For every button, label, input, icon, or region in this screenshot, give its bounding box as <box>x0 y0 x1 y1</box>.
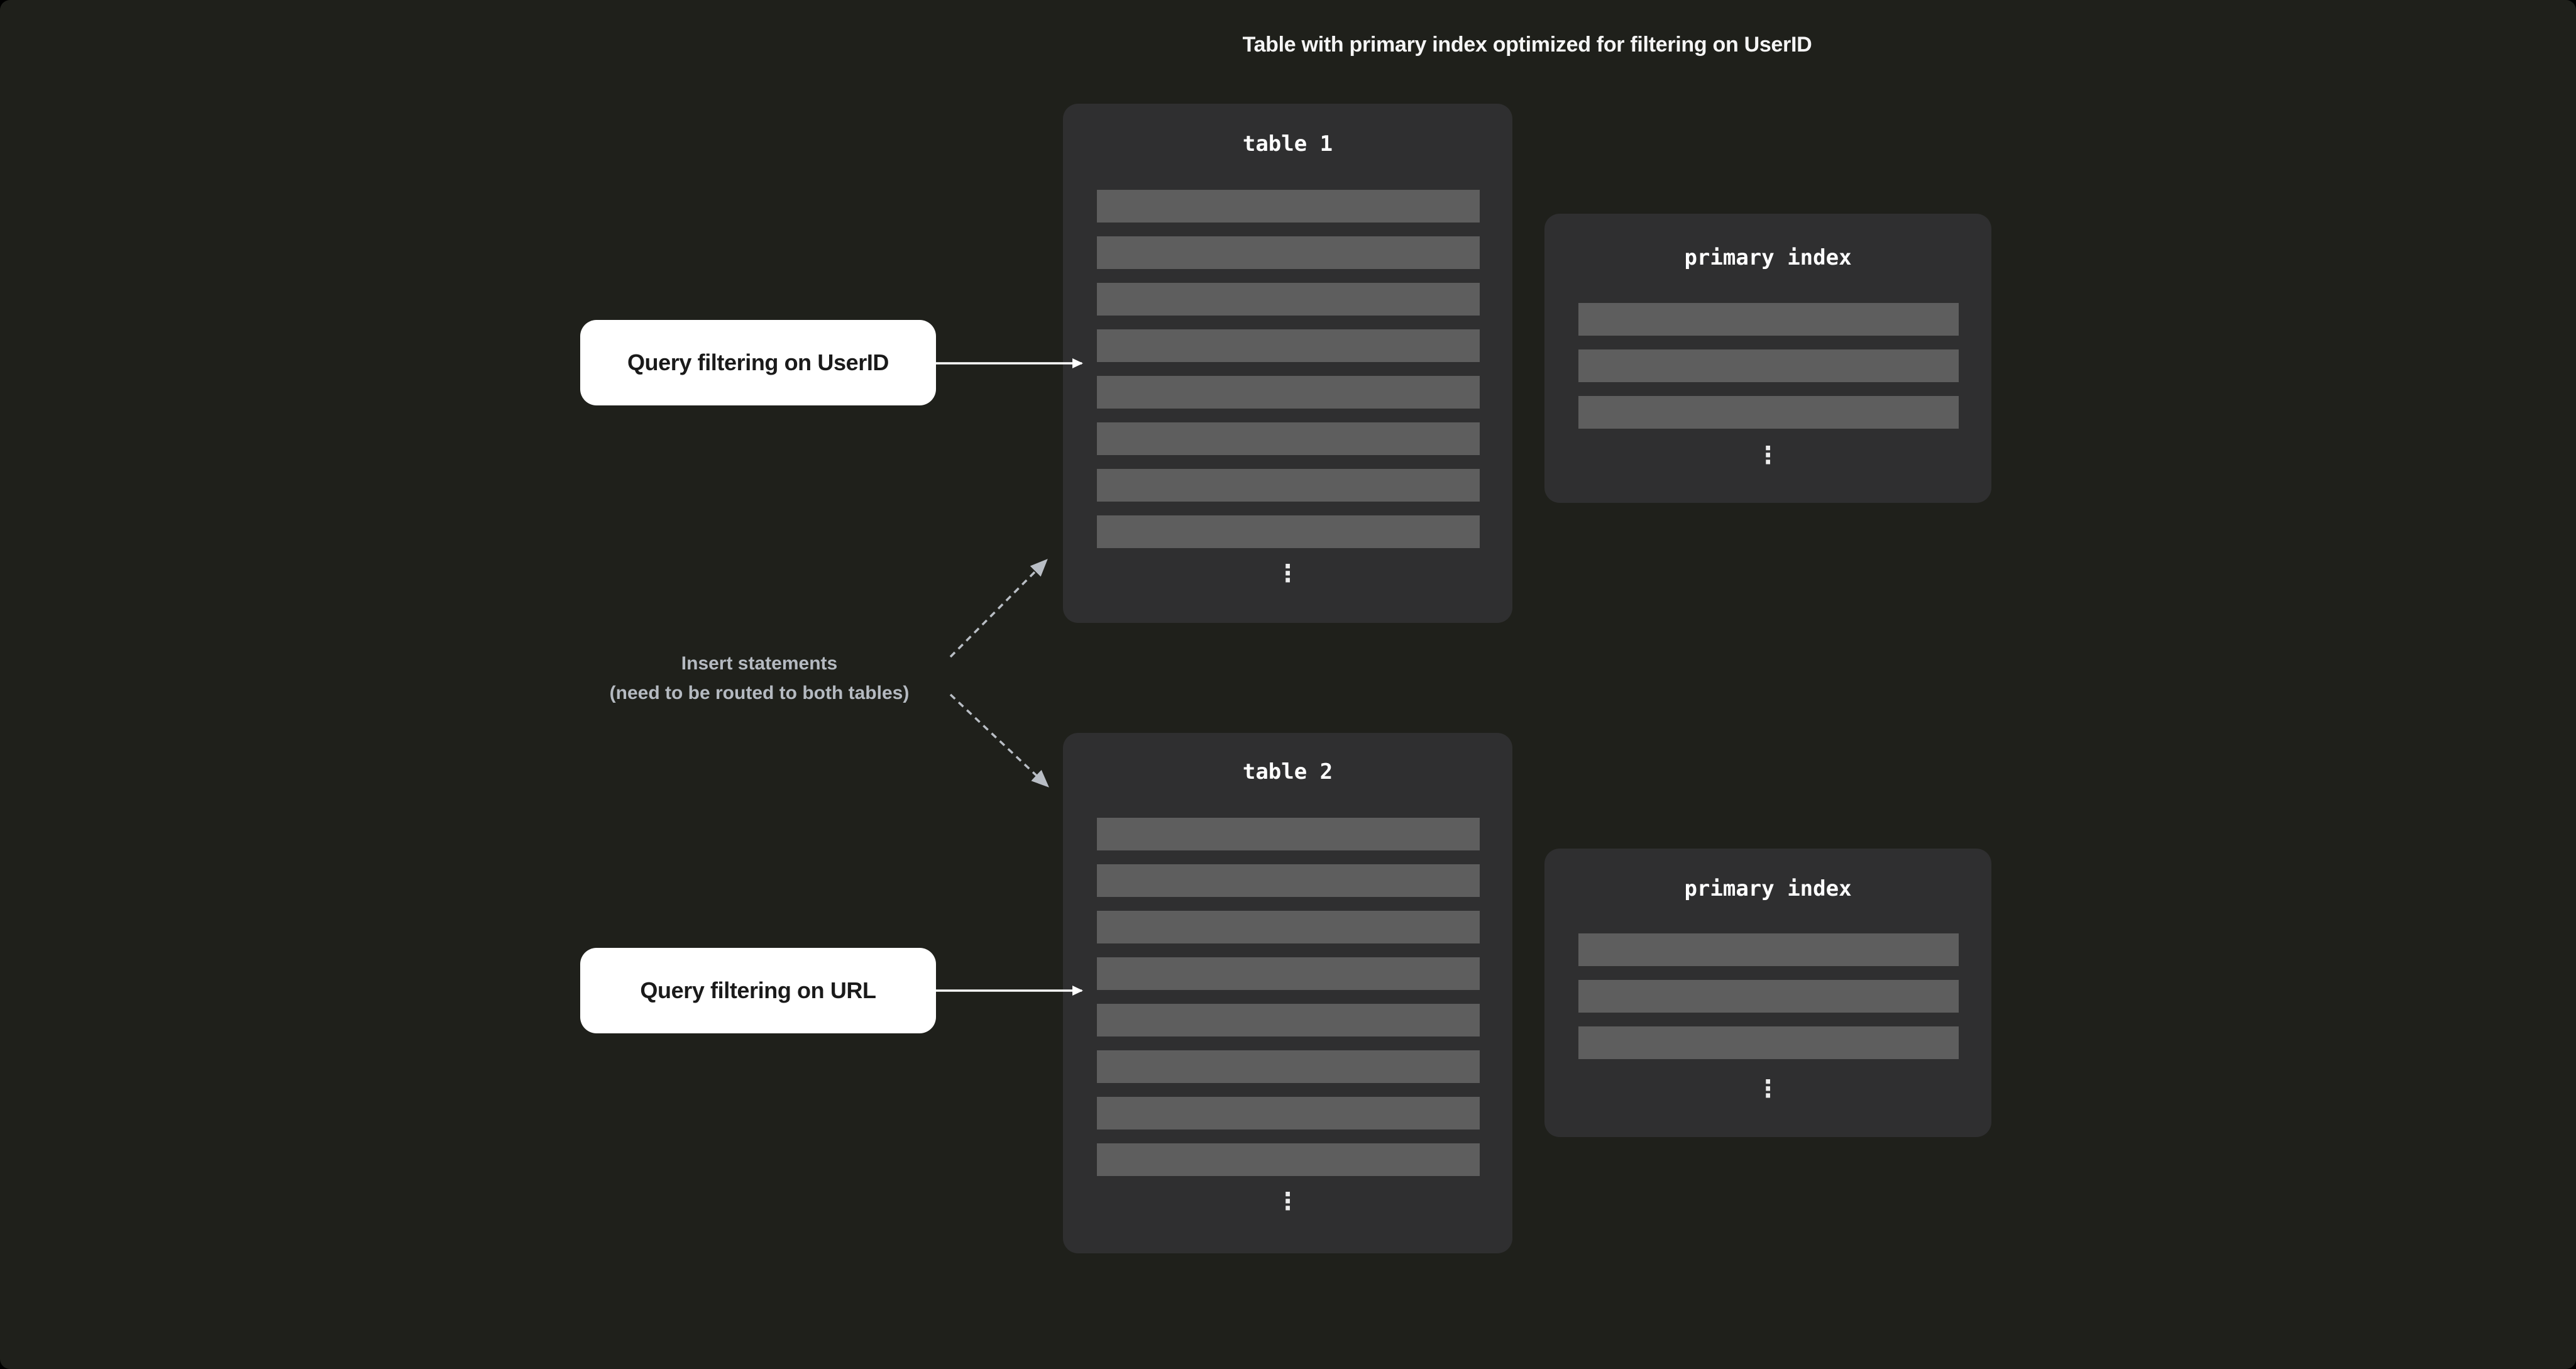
table-row <box>1097 1097 1480 1130</box>
table-row <box>1097 515 1480 548</box>
table-row <box>1097 1143 1480 1176</box>
table-row <box>1578 980 1959 1013</box>
insert-note: Insert statements (need to be routed to … <box>480 649 1039 708</box>
table-row <box>1578 349 1959 382</box>
table-row <box>1097 469 1480 502</box>
insert-arrow-to-table1 <box>949 559 1048 658</box>
caption-top: Table with primary index optimized for f… <box>1242 33 1812 57</box>
table-row <box>1097 1004 1480 1036</box>
primary-index1-title: primary index <box>1684 245 1852 270</box>
primary-index1-ellipsis: ⋮ <box>1756 441 1780 469</box>
primary-index2-title: primary index <box>1684 876 1852 901</box>
primary-index2-card: primary index ⋮ <box>1544 849 1991 1137</box>
table1-ellipsis: ⋮ <box>1275 559 1300 587</box>
table-row <box>1097 864 1480 897</box>
insert-note-line1: Insert statements <box>681 653 838 674</box>
table1-title: table 1 <box>1242 131 1333 157</box>
table-row <box>1097 818 1480 850</box>
table-row <box>1097 190 1480 223</box>
table-row <box>1097 236 1480 269</box>
primary-index2-rows <box>1578 933 1959 1059</box>
primary-index1-card: primary index ⋮ <box>1544 214 1991 503</box>
table-row <box>1097 376 1480 409</box>
query-userid-label: Query filtering on UserID <box>580 320 936 405</box>
table-row <box>1097 422 1480 455</box>
table-row <box>1578 933 1959 966</box>
table-row <box>1578 396 1959 429</box>
table2-title: table 2 <box>1242 759 1333 784</box>
primary-index2-ellipsis: ⋮ <box>1756 1075 1780 1102</box>
table-row <box>1097 911 1480 943</box>
table2-ellipsis: ⋮ <box>1275 1187 1300 1215</box>
table1-rows <box>1097 190 1480 548</box>
table-row <box>1097 329 1480 362</box>
primary-index1-rows <box>1578 303 1959 429</box>
table-row <box>1578 303 1959 336</box>
table-row <box>1578 1026 1959 1059</box>
table-row <box>1097 957 1480 990</box>
table-row <box>1097 1050 1480 1083</box>
insert-note-line2: (need to be routed to both tables) <box>609 683 910 703</box>
table2-rows <box>1097 818 1480 1176</box>
insert-arrow-to-table2 <box>949 693 1049 788</box>
table-row <box>1097 283 1480 316</box>
query-url-label: Query filtering on URL <box>580 948 936 1033</box>
table1-card: table 1 ⋮ <box>1063 104 1512 623</box>
table2-card: table 2 ⋮ <box>1063 733 1512 1253</box>
